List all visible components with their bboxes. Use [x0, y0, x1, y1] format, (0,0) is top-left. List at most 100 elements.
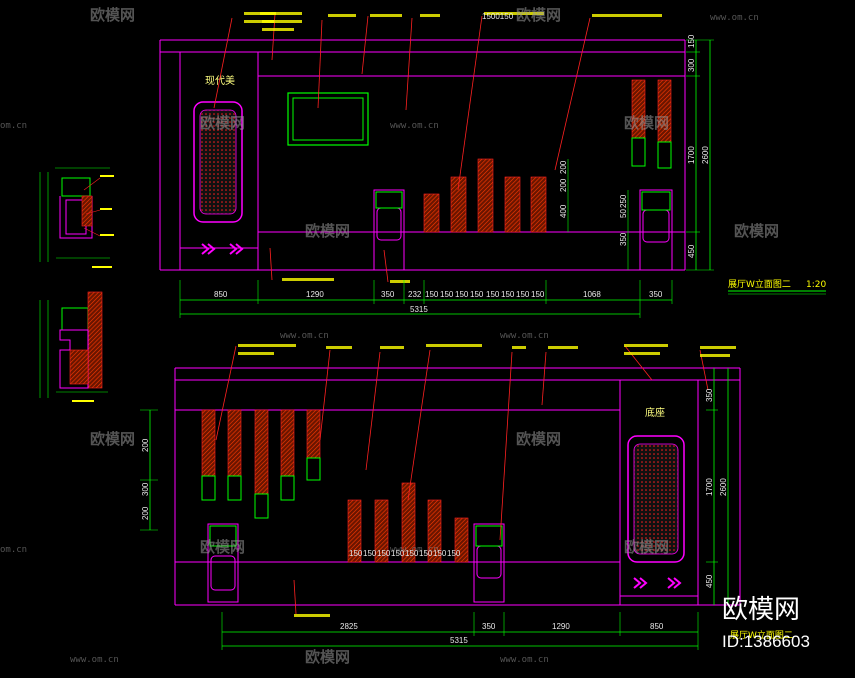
top-pedestal-left [373, 189, 405, 271]
bottom-left-vertical-dimensions: 200 300 200 [140, 409, 158, 531]
top-perforated-panel [193, 101, 243, 223]
svg-text:150: 150 [391, 549, 405, 558]
svg-text:1500150: 1500150 [482, 12, 514, 21]
svg-text:150: 150 [363, 549, 377, 558]
top-horizontal-dimensions: 850 1290 350 232 150 150 150 150 150 150… [179, 280, 673, 318]
bottom-chevron-icons [633, 577, 682, 589]
dim-label: 350 [619, 232, 628, 246]
svg-text:150: 150 [433, 549, 447, 558]
bottom-horizontal-dimensions: 2825 350 1290 850 5315 [221, 612, 699, 650]
svg-text:www.om.cn: www.om.cn [280, 331, 329, 341]
dim-label: 400 [559, 204, 568, 218]
dim-label: 150 [687, 34, 696, 48]
top-hanging-bars [631, 79, 672, 169]
svg-text:欧模网: 欧模网 [200, 114, 245, 132]
svg-text:150: 150 [377, 549, 391, 558]
dim-label: 150 [455, 290, 469, 299]
dim-label: 450 [705, 574, 714, 588]
bottom-hanging-bars [201, 409, 321, 519]
bottom-drawing-title: 展厅W立面图二 [730, 629, 793, 641]
svg-text:www.om.cn: www.om.cn [390, 121, 439, 131]
dim-label: 1290 [306, 290, 324, 299]
svg-text:150: 150 [405, 549, 419, 558]
svg-text:150: 150 [447, 549, 461, 558]
top-pedestal-right [639, 189, 673, 271]
dim-label: 232 [408, 290, 422, 299]
svg-text:om.cn: om.cn [0, 545, 27, 555]
bottom-annotations [238, 344, 736, 617]
svg-text:om.cn: om.cn [0, 121, 27, 131]
svg-text:欧模网: 欧模网 [516, 6, 561, 24]
dim-total-label: 5315 [410, 305, 428, 314]
dim-label: 1068 [583, 290, 601, 299]
dim-label: 1290 [552, 622, 570, 631]
top-leader-lines [213, 13, 591, 283]
dim-label: 300 [141, 482, 150, 496]
svg-text:www.om.cn: www.om.cn [70, 655, 119, 665]
svg-text:欧模网: 欧模网 [90, 430, 135, 448]
svg-text:欧模网: 欧模网 [734, 222, 779, 240]
svg-text:欧模网: 欧模网 [516, 430, 561, 448]
top-sign-text: 现代美 [205, 74, 235, 87]
top-vertical-dimensions: 150 300 1700 2600 450 200 200 400 250 50… [559, 34, 714, 271]
bottom-bar-dimension-labels: 150 150 150 150 150 150 150 150 [349, 549, 461, 558]
dim-label: 850 [214, 290, 228, 299]
dim-label: 200 [141, 438, 150, 452]
drawing-title: 展厅W立面图二 [728, 278, 791, 290]
brand-id-text: ID:1386603 [722, 632, 810, 651]
dim-label: 200 [559, 160, 568, 174]
svg-text:欧模网: 欧模网 [90, 6, 135, 24]
svg-text:150: 150 [419, 549, 433, 558]
svg-text:www.om.cn: www.om.cn [500, 331, 549, 341]
dim-label: 350 [649, 290, 663, 299]
svg-text:www.om.cn: www.om.cn [500, 655, 549, 665]
bottom-vertical-dimensions: 350 1700 2600 450 [705, 368, 729, 605]
top-elevation: 现代美 [159, 12, 826, 318]
bottom-pedestal-right [473, 523, 505, 603]
dim-label: 150 [531, 290, 545, 299]
brand-logo-text: 欧模网 [722, 595, 800, 625]
bottom-perforated-panel [627, 435, 685, 563]
svg-text:欧模网: 欧模网 [305, 648, 350, 666]
dim-label: 300 [687, 58, 696, 72]
watermark-layer: 欧模网 欧模网 欧模网 欧模网 欧模网 欧模网 欧模网 欧模网 欧模网 欧模网 … [0, 6, 779, 666]
top-chevron-icons [201, 243, 244, 255]
svg-text:欧模网: 欧模网 [200, 538, 245, 556]
dim-label: 150 [486, 290, 500, 299]
dim-label: 1700 [705, 478, 714, 496]
dim-label: 2825 [340, 622, 358, 631]
dim-label: 200 [559, 178, 568, 192]
dim-label: 2600 [719, 478, 728, 496]
dim-label: 150 [470, 290, 484, 299]
svg-text:150: 150 [349, 549, 363, 558]
dim-total-label: 5315 [450, 636, 468, 645]
dim-label: 150 [516, 290, 530, 299]
dim-label: 150 [440, 290, 454, 299]
bottom-elevation: 底座 [140, 344, 793, 650]
section-detail-bottom [39, 291, 108, 402]
svg-text:欧模网: 欧模网 [624, 114, 669, 132]
top-annotations [244, 12, 662, 283]
bottom-hatched-bars [347, 482, 469, 563]
dim-label: 1700 [687, 146, 696, 164]
dim-label: 450 [687, 244, 696, 258]
bottom-pedestal-left [207, 523, 239, 603]
dim-label: 350 [381, 290, 395, 299]
top-hatched-bars [423, 158, 547, 233]
svg-text:欧模网: 欧模网 [305, 222, 350, 240]
drawing-scale: 1:20 [806, 280, 826, 290]
bottom-sign-text: 底座 [645, 406, 665, 419]
dim-label: 150 [501, 290, 515, 299]
svg-text:www.om.cn: www.om.cn [390, 545, 439, 555]
dim-label: 200 [141, 506, 150, 520]
dim-label: 350 [705, 388, 714, 402]
top-display-screen [287, 92, 369, 146]
dim-label: 50 [619, 209, 628, 218]
dim-label: 2600 [701, 146, 710, 164]
dim-label: 350 [482, 622, 496, 631]
svg-text:欧模网: 欧模网 [624, 538, 669, 556]
dim-label: 150 [425, 290, 439, 299]
dim-label: 250 [619, 194, 628, 208]
dim-label: 850 [650, 622, 664, 631]
